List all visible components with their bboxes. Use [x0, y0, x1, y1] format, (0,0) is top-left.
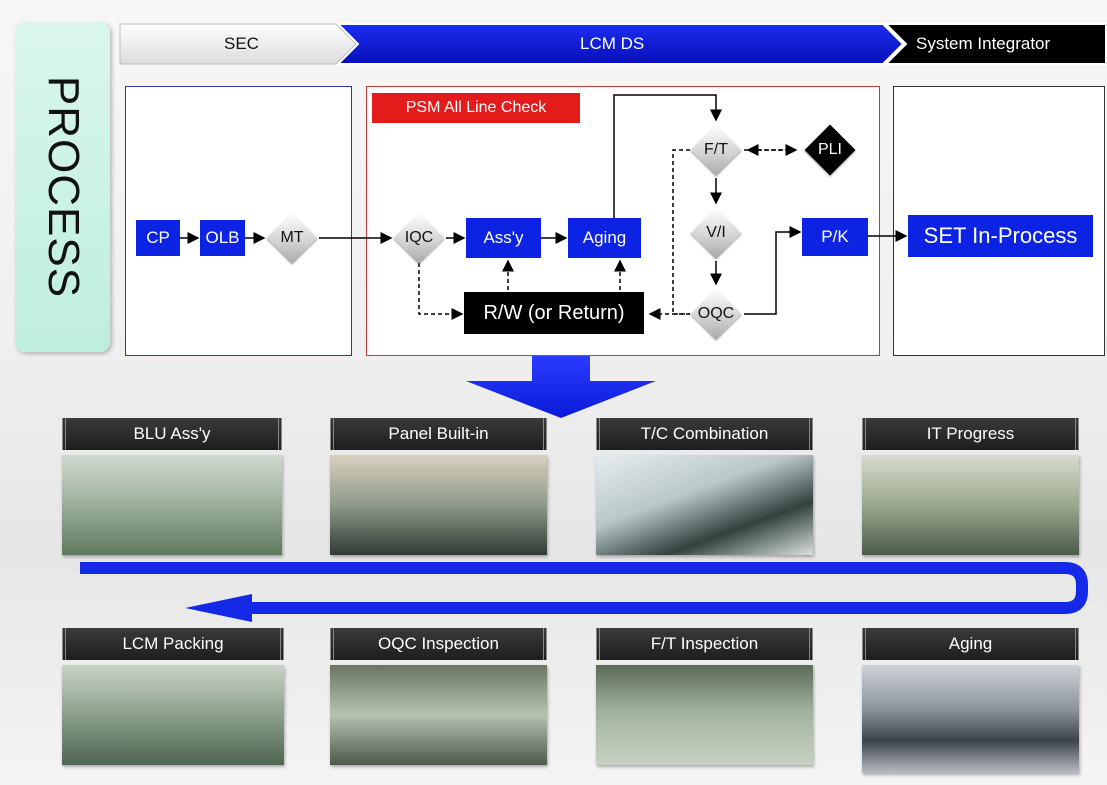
step-label-lcm-packing: LCM Packing [62, 628, 284, 660]
node-ft: F/T [688, 122, 744, 178]
node-cp: CP [136, 220, 180, 256]
step-label-oqc-inspection: OQC Inspection [330, 628, 547, 660]
node-vi: V/I [688, 205, 744, 261]
stage-label-lcm: LCM DS [580, 34, 645, 53]
node-iqc: IQC [391, 210, 447, 266]
stage-arrow-sec [119, 23, 357, 65]
psm-all-line-check-label: PSM All Line Check [372, 93, 580, 123]
node-assy: Ass'y [466, 218, 541, 258]
node-set-in-process: SET In-Process [908, 215, 1093, 257]
step-photo-lcm-packing [62, 665, 284, 765]
uturn-flow-arrow [80, 562, 1088, 614]
stage-arrow-lcm [335, 23, 905, 65]
step-label-blu-assy: BLU Ass'y [62, 418, 282, 450]
node-olb: OLB [200, 220, 245, 256]
process-title-panel: PROCESS [15, 22, 110, 352]
node-pk: P/K [802, 218, 868, 256]
step-photo-ft-inspection [596, 665, 813, 765]
header-stage-band: SEC LCM DS System Integrator [118, 18, 1107, 70]
node-aging: Aging [568, 218, 641, 258]
step-photo-blu-assy [62, 455, 282, 555]
step-label-it-progress: IT Progress [862, 418, 1079, 450]
stage-label-si: System Integrator [916, 34, 1051, 53]
down-arrow [466, 356, 656, 418]
step-label-panel-built-in: Panel Built-in [330, 418, 547, 450]
step-photo-oqc-inspection [330, 665, 547, 765]
step-label-aging: Aging [862, 628, 1079, 660]
node-oqc: OQC [688, 286, 744, 342]
node-mt: MT [264, 210, 320, 266]
step-label-tc-combination: T/C Combination [596, 418, 813, 450]
node-rework: R/W (or Return) [464, 292, 644, 334]
stage-arrow-si [883, 23, 1107, 65]
step-label-ft-inspection: F/T Inspection [596, 628, 813, 660]
node-pli: PLI [802, 122, 858, 178]
step-photo-panel-built-in [330, 455, 547, 555]
step-photo-it-progress [862, 455, 1079, 555]
step-photo-tc-combination [596, 455, 813, 555]
stage-label-sec: SEC [224, 34, 259, 53]
step-photo-aging [862, 665, 1079, 773]
